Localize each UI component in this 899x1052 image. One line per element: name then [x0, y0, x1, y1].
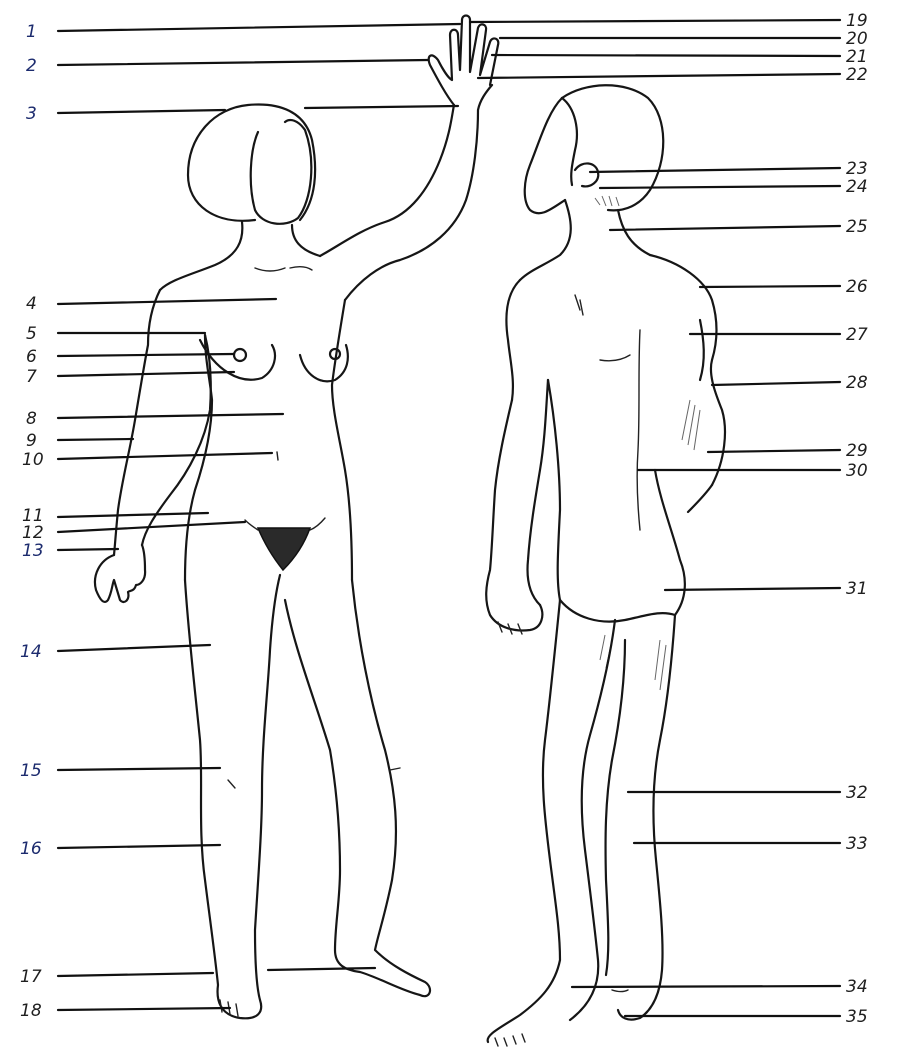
- leader-29: [708, 450, 840, 452]
- label-12: 12: [22, 523, 44, 543]
- leader-1: [58, 24, 460, 31]
- label-28: 28: [846, 373, 868, 393]
- label-22: 22: [846, 65, 868, 85]
- leader-14: [58, 645, 210, 651]
- leader-22: [478, 74, 840, 78]
- leader-9: [58, 439, 133, 440]
- leader-15: [58, 768, 220, 770]
- label-1: 1: [26, 22, 37, 42]
- label-7: 7: [26, 367, 37, 387]
- leader-2: [58, 60, 428, 65]
- label-10: 10: [22, 450, 44, 470]
- label-29: 29: [846, 441, 868, 461]
- label-8: 8: [26, 409, 37, 429]
- leader-17a: [58, 973, 213, 976]
- leader-10: [58, 453, 272, 459]
- label-25: 25: [846, 217, 868, 237]
- label-6: 6: [26, 347, 37, 367]
- leader-18: [58, 1008, 230, 1010]
- leader-17b: [268, 968, 375, 970]
- leader-16: [58, 845, 220, 848]
- label-21: 21: [846, 47, 868, 67]
- label-27: 27: [846, 325, 868, 345]
- label-15: 15: [20, 761, 42, 781]
- label-14: 14: [20, 642, 42, 662]
- label-13: 13: [22, 541, 44, 561]
- label-3: 3: [26, 104, 37, 124]
- label-16: 16: [20, 839, 42, 859]
- leader-26: [700, 286, 840, 287]
- leader-23: [590, 168, 840, 172]
- label-32: 32: [846, 783, 868, 803]
- label-20: 20: [846, 29, 868, 49]
- label-4: 4: [26, 294, 37, 314]
- label-35: 35: [846, 1007, 868, 1027]
- label-18: 18: [20, 1001, 42, 1021]
- label-23: 23: [846, 159, 868, 179]
- leader-lines: [58, 20, 840, 1016]
- leader-21: [492, 55, 840, 56]
- leader-8: [58, 414, 283, 418]
- label-26: 26: [846, 277, 868, 297]
- female-front-figure: [95, 16, 498, 1019]
- number-labels-left: 1 2 3 4 5 6 7 8 9 10 11 12 13 14 15 16 1…: [20, 22, 44, 1021]
- leader-4: [58, 299, 276, 304]
- label-30: 30: [846, 461, 868, 481]
- leader-25: [610, 226, 840, 230]
- label-5: 5: [26, 324, 37, 344]
- leader-28: [712, 382, 840, 385]
- leader-19: [470, 20, 840, 22]
- leader-11: [58, 513, 208, 517]
- leader-13: [58, 549, 118, 550]
- label-34: 34: [846, 977, 868, 997]
- label-33: 33: [846, 834, 868, 854]
- label-17: 17: [20, 967, 42, 987]
- leader-3b: [305, 106, 458, 108]
- leader-31: [665, 588, 840, 590]
- leader-24: [600, 186, 840, 188]
- label-2: 2: [26, 56, 37, 76]
- leader-3a: [58, 110, 225, 113]
- label-24: 24: [846, 177, 868, 197]
- label-9: 9: [26, 431, 37, 451]
- number-labels-right: 19 20 21 22 23 24 25 26 27 28 29 30 31 3…: [846, 11, 868, 1027]
- leader-34: [572, 986, 840, 987]
- label-31: 31: [846, 579, 868, 599]
- label-19: 19: [846, 11, 868, 31]
